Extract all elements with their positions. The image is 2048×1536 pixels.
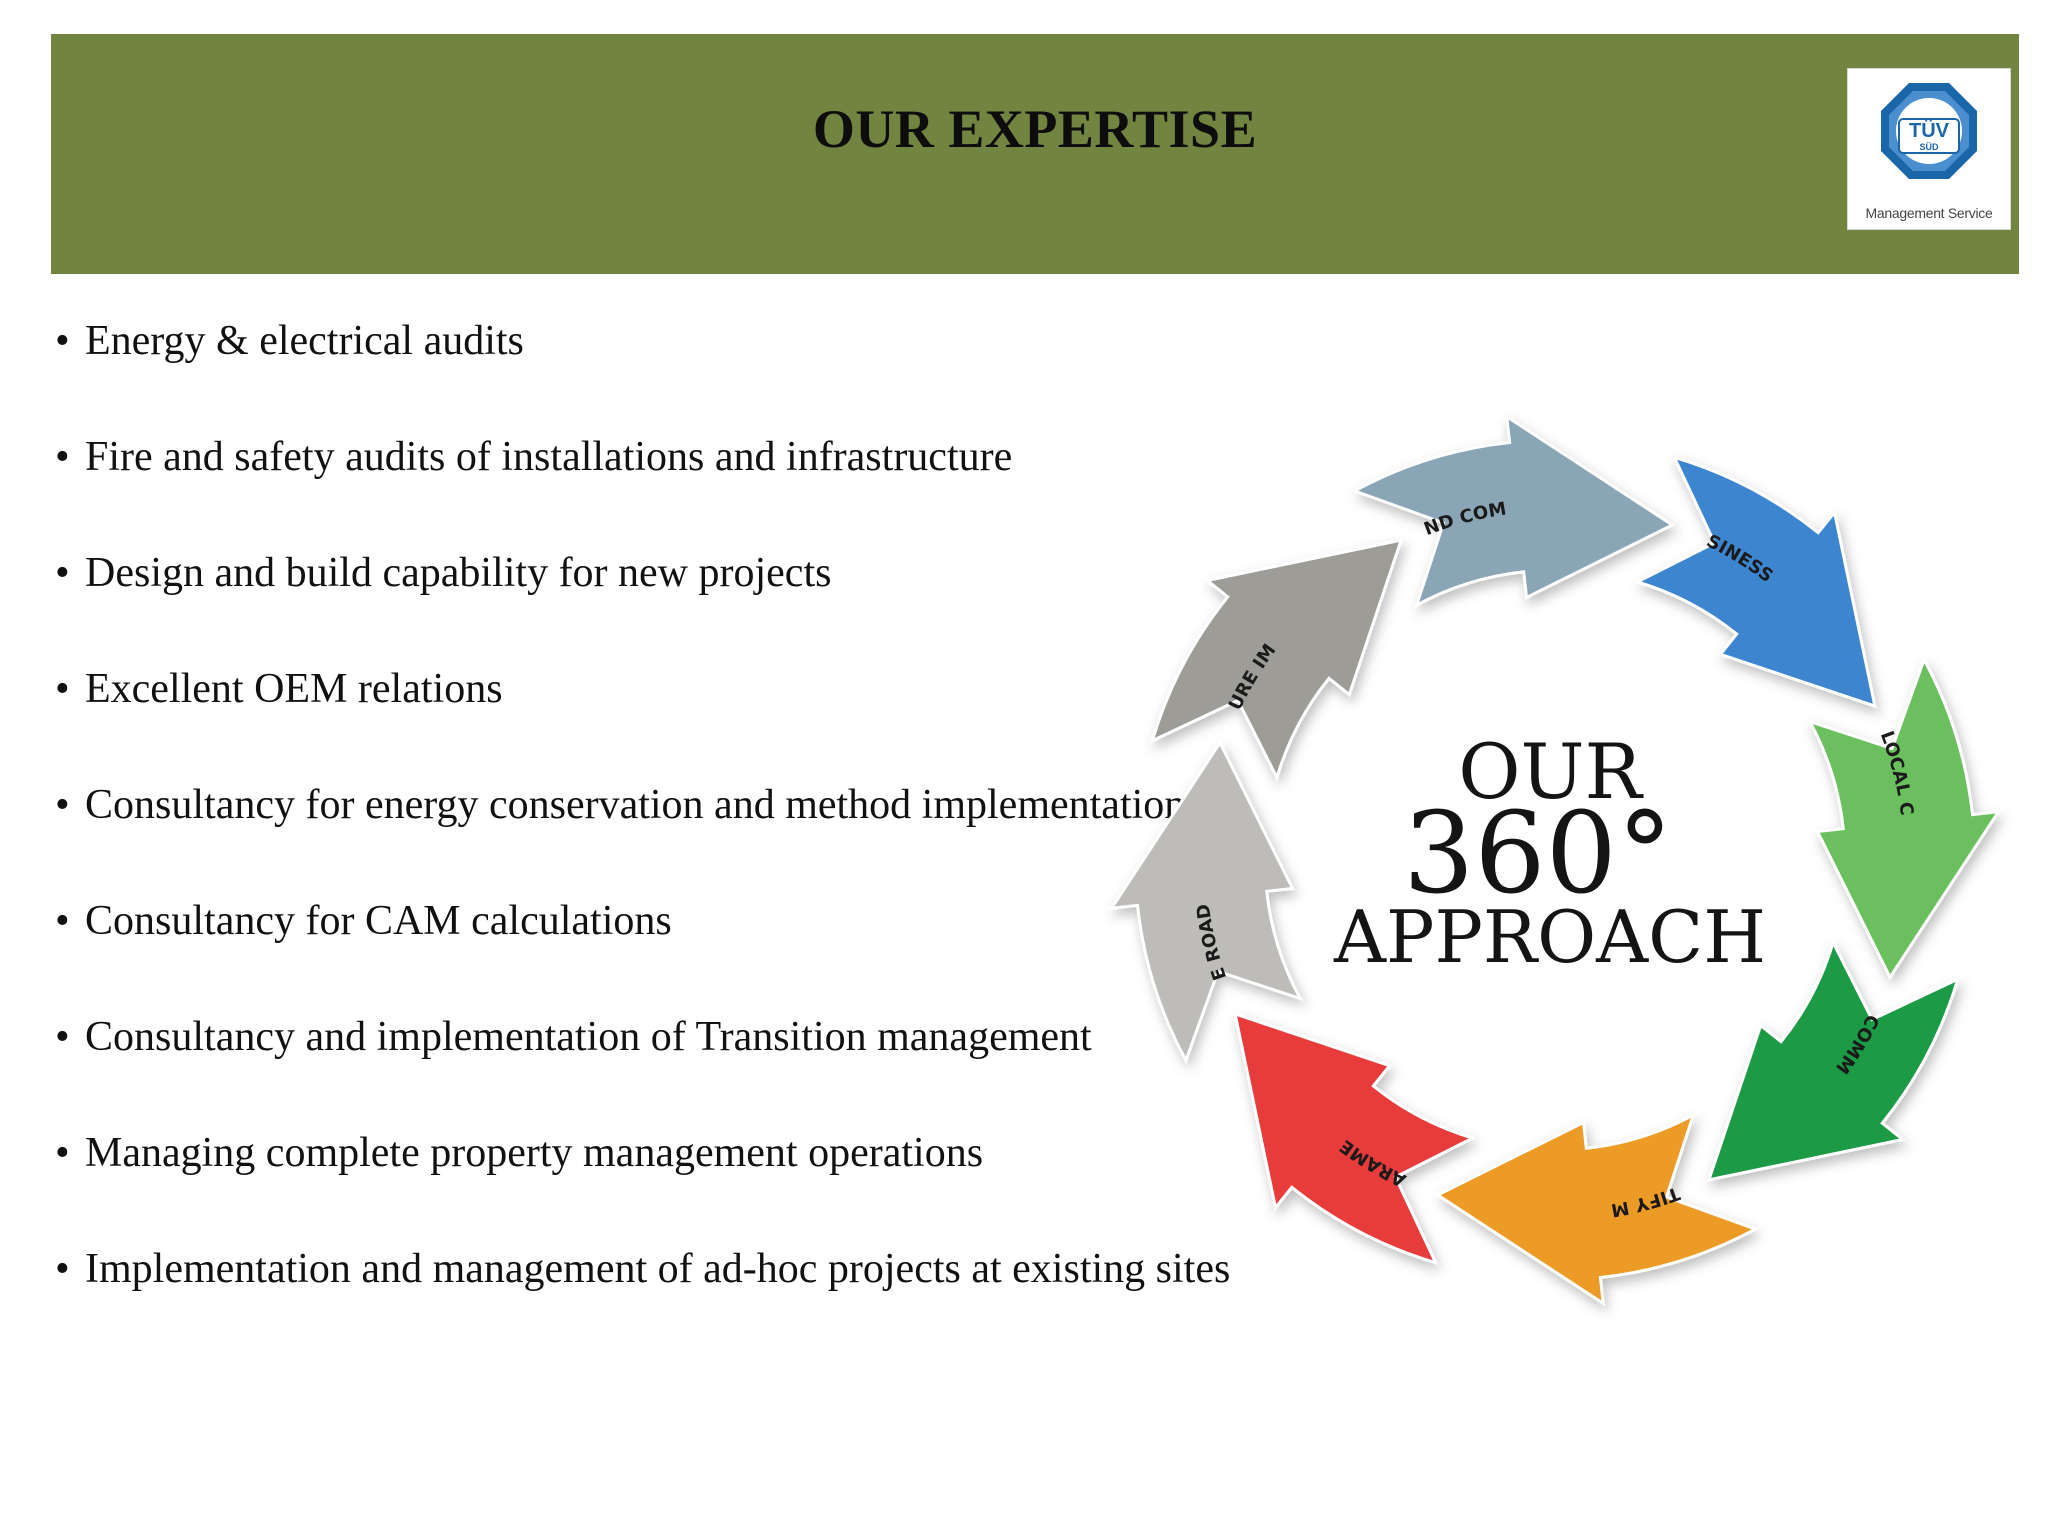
expertise-item: • Energy & electrical audits [55, 312, 1395, 370]
expertise-item: • Implementation and management of ad-hoc… [55, 1240, 1395, 1298]
cycle-segment-label-text: MEASURE IMPACT [1060, 380, 1280, 714]
expertise-item-text: Managing complete property management op… [85, 1130, 984, 1176]
cycle-arrow-segment [1350, 413, 1676, 609]
expertise-list: • Energy & electrical audits • Fire and saf… [55, 312, 1395, 1356]
expertise-item-text: Design and build capability for new proj… [85, 550, 832, 596]
approach-cycle-diagram: REPORT AND COMMUNICATEASSESS BUSINESS CO… [1060, 380, 2002, 1307]
bullet-dot: • [55, 898, 70, 944]
logo-mark-text: TÜV [1909, 119, 1950, 142]
cycle-segment-label: MEASURE IMPACT [1060, 380, 1281, 714]
expertise-item: • Design and build capability for new pro… [55, 544, 1395, 602]
header-banner: OUR EXPERTISE [51, 34, 2019, 274]
expertise-item: • Fire and safety audits of installations… [55, 428, 1395, 486]
cycle-arrow-segment [1434, 1111, 1760, 1307]
logo-badge [1898, 118, 1960, 154]
expertise-item-text: Consultancy for energy conservation and … [85, 782, 1186, 828]
cycle-arrow-segment [1806, 655, 2002, 981]
center-line-360: 360° [1403, 789, 1673, 919]
cycle-arrow-segment [1706, 938, 1961, 1182]
bullet-dot: • [55, 666, 70, 712]
bullet-dot: • [55, 782, 70, 828]
expertise-item: • Consultancy for CAM calculations [55, 892, 1395, 950]
bullet-dot: • [55, 1130, 70, 1176]
logo-caption: Management Service [1865, 205, 1993, 221]
tuv-sud-octagon-logo-icon: TÜV SÜD [1881, 83, 1977, 179]
bullet-dot: • [55, 318, 70, 364]
cycle-arrow-segment [1108, 739, 1304, 1065]
expertise-item: • Consultancy and implementation of Trans… [55, 1008, 1395, 1066]
cycle-arrow-segment [1149, 538, 1404, 782]
expertise-item: • Consultancy for energy conservation and… [55, 776, 1395, 834]
center-line-our: OUR [1458, 727, 1644, 816]
cycle-arrow-segment [1633, 454, 1877, 709]
logo-sub-text: SÜD [1919, 142, 1939, 152]
expertise-item-text: Energy & electrical audits [85, 318, 524, 364]
expertise-item-text: Consultancy for CAM calculations [85, 898, 672, 944]
bullet-dot: • [55, 1014, 70, 1060]
center-line-approach: APPROACH [1333, 895, 1766, 979]
bullet-dot: • [55, 550, 70, 596]
expertise-item-text: Excellent OEM relations [85, 666, 503, 712]
tuv-sud-logo: TÜV SÜD Management Service [1847, 68, 2011, 230]
cycle-segments [1108, 413, 2002, 1307]
expertise-item: • Managing complete property management o… [55, 1124, 1395, 1182]
bullet-dot: • [55, 1246, 70, 1292]
page-title: OUR EXPERTISE [812, 99, 1258, 159]
cycle-center: OUR 360° APPROACH [1333, 727, 1766, 979]
expertise-item-text: Consultancy and implementation of Transi… [85, 1014, 1092, 1060]
expertise-item: • Excellent OEM relations [55, 660, 1395, 718]
expertise-item-text: Fire and safety audits of installations … [85, 434, 1013, 480]
expertise-item-text: Implementation and management of ad-hoc … [85, 1246, 1231, 1292]
cycle-arrow-segment [1233, 1011, 1477, 1266]
bullet-dot: • [55, 434, 70, 480]
